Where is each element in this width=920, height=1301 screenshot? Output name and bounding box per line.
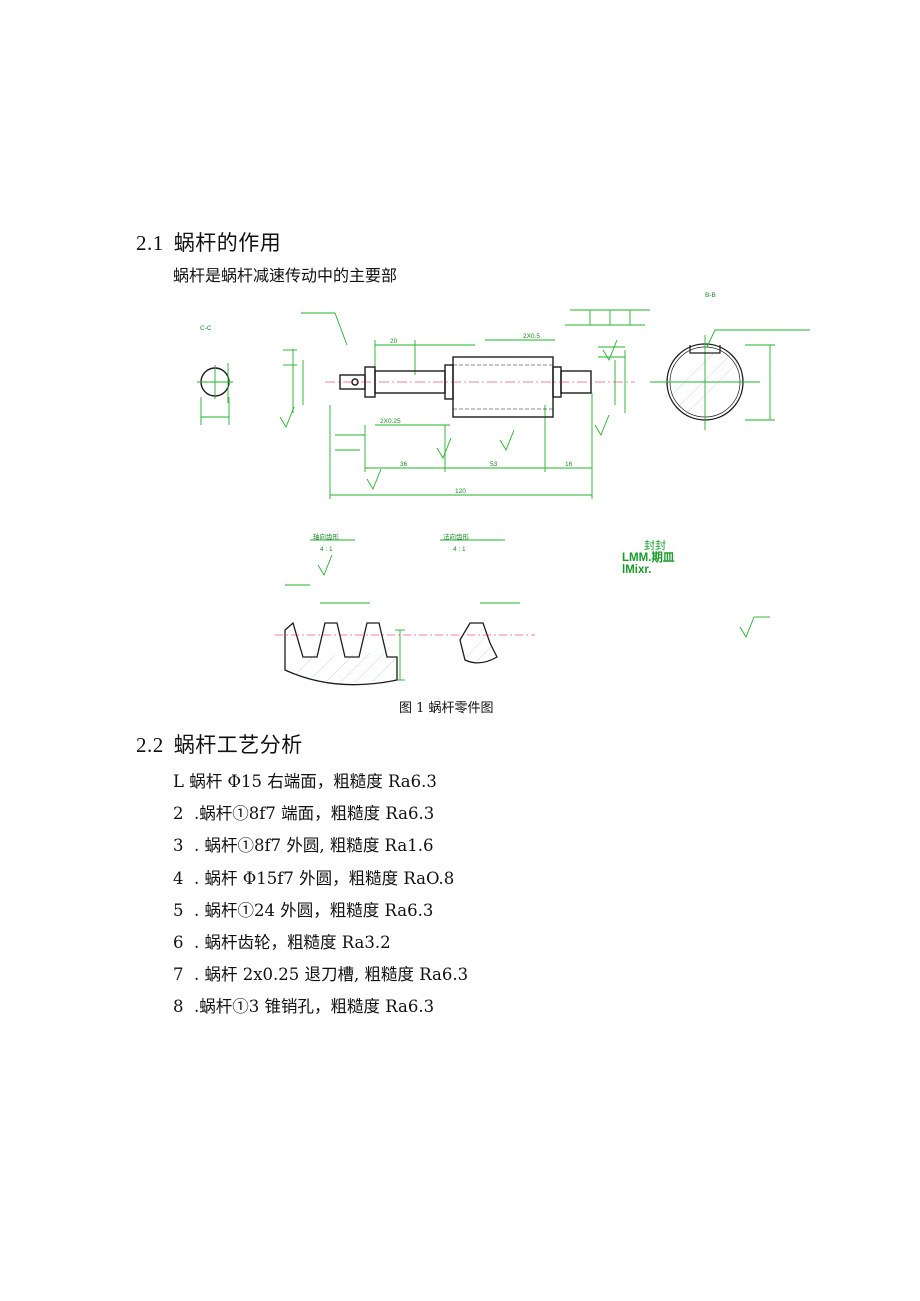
dim-20: 20 (390, 338, 398, 345)
dim-overall: 120 (455, 488, 466, 495)
hatching (294, 351, 738, 684)
section-label-b: B-B (705, 292, 716, 299)
note-line-1: 封封 (644, 540, 666, 552)
note-line-3: lMixr. (622, 564, 652, 576)
part-outline (275, 345, 721, 686)
figure-caption-text: 图 1 蜗杆零件图 (399, 701, 494, 716)
section-2-2-heading: 2.2 蜗杆工艺分析 (136, 729, 303, 759)
detail-scale-normal: 4 : 1 (453, 546, 466, 553)
section-title: 蜗杆的作用 (173, 231, 282, 255)
list-item: L 蜗杆 Φ15 右端面，粗糙度 Ra6.3 (173, 772, 437, 791)
dim-groove: 2X0.25 (380, 418, 401, 425)
detail-label-normal: 法向齿形 (443, 532, 470, 541)
list-item: 6 . 蜗杆齿轮，粗糙度 Ra3.2 (173, 932, 391, 952)
dim-53: 53 (490, 461, 498, 468)
detail-scale-axial: 4 : 1 (320, 546, 333, 553)
list-item: 2 .蜗杆①8f7 端面，粗糙度 Ra6.3 (173, 804, 435, 824)
list-item: 3 . 蜗杆①8f7 外圆, 粗糙度 Ra1.6 (173, 836, 434, 856)
drawing-labels: C-C B-B 轴向齿形 法向齿形 4 : 1 4 : 1 120 20 2X0… (200, 292, 716, 553)
list-item: 4 . 蜗杆 Φ15f7 外圆，粗糙度 RaO.8 (173, 868, 455, 888)
section-2-1-paragraph: 蜗杆是蜗杆减速传动中的主要部 (173, 266, 398, 285)
detail-label-axial: 轴向齿形 (313, 532, 340, 541)
list-item: 5 . 蜗杆①24 外圆，粗糙度 Ra6.3 (173, 900, 434, 920)
section-title: 蜗杆工艺分析 (173, 733, 303, 757)
section-2-1-heading: 2.1 蜗杆的作用 (136, 227, 281, 257)
note-line-2: LMM.期皿 (622, 552, 675, 564)
list-item: 8 .蜗杆①3 锥销孔，粗糙度 Ra6.3 (173, 997, 435, 1017)
section-number: 2.1 (136, 231, 164, 255)
dimension-lines (197, 309, 810, 681)
worm-part-drawing: C-C B-B 轴向齿形 法向齿形 4 : 1 4 : 1 120 20 2X0… (197, 292, 810, 686)
dim-36: 36 (400, 461, 408, 468)
section-label-c: C-C (200, 325, 212, 332)
list-item: 7 . 蜗杆 2x0.25 退刀槽, 粗糙度 Ra6.3 (173, 965, 469, 985)
dim-16: 16 (565, 461, 573, 468)
drawing-note: 封封 LMM.期皿 lMixr. (622, 540, 674, 576)
analysis-list: L 蜗杆 Φ15 右端面，粗糙度 Ra6.3 2 .蜗杆①8f7 端面，粗糙度 … (173, 766, 468, 1024)
dim-chamfer: 2X0.5 (523, 333, 540, 340)
section-number: 2.2 (136, 733, 164, 757)
